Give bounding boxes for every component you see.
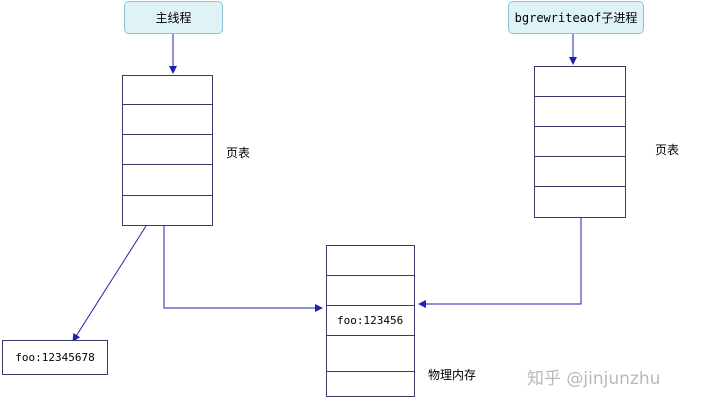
watermark: 知乎 @jinjunzhu: [527, 369, 661, 389]
page-table-left-label: 页表: [226, 146, 251, 160]
page-table-right-row: [535, 127, 625, 157]
page-table-left-row: [123, 105, 212, 135]
page-table-left: [122, 75, 213, 226]
page-table-left-row: [123, 135, 212, 165]
new-value-box: foo:12345678: [2, 340, 108, 375]
memory-row: [327, 336, 414, 372]
page-table-right-row: [535, 67, 625, 97]
main-thread-label: 主线程: [155, 11, 192, 25]
child-process-box: bgrewriteaof子进程: [508, 1, 644, 34]
page-table-right-row: [535, 187, 625, 217]
physical-memory-table: foo:123456: [326, 245, 415, 397]
physical-memory-label: 物理内存: [428, 368, 477, 382]
page-table-right-label: 页表: [655, 143, 680, 157]
arrow-left-table-to-memory: [163, 226, 323, 312]
memory-row: [327, 246, 414, 276]
memory-row: [327, 372, 414, 396]
child-process-label: bgrewriteaof子进程: [514, 11, 638, 25]
page-table-right: [534, 66, 626, 218]
new-value-text: foo:12345678: [15, 351, 95, 364]
page-table-right-row: [535, 97, 625, 127]
page-table-left-row: [123, 76, 212, 105]
memory-row-shared-value: foo:123456: [327, 306, 414, 336]
memory-row: [327, 276, 414, 306]
page-table-left-row: [123, 165, 212, 196]
main-thread-box: 主线程: [124, 1, 223, 34]
arrow-left-table-to-new-value: [72, 225, 147, 342]
page-table-right-row: [535, 157, 625, 187]
arrow-right-table-to-memory: [418, 218, 582, 308]
page-table-left-row: [123, 196, 212, 225]
